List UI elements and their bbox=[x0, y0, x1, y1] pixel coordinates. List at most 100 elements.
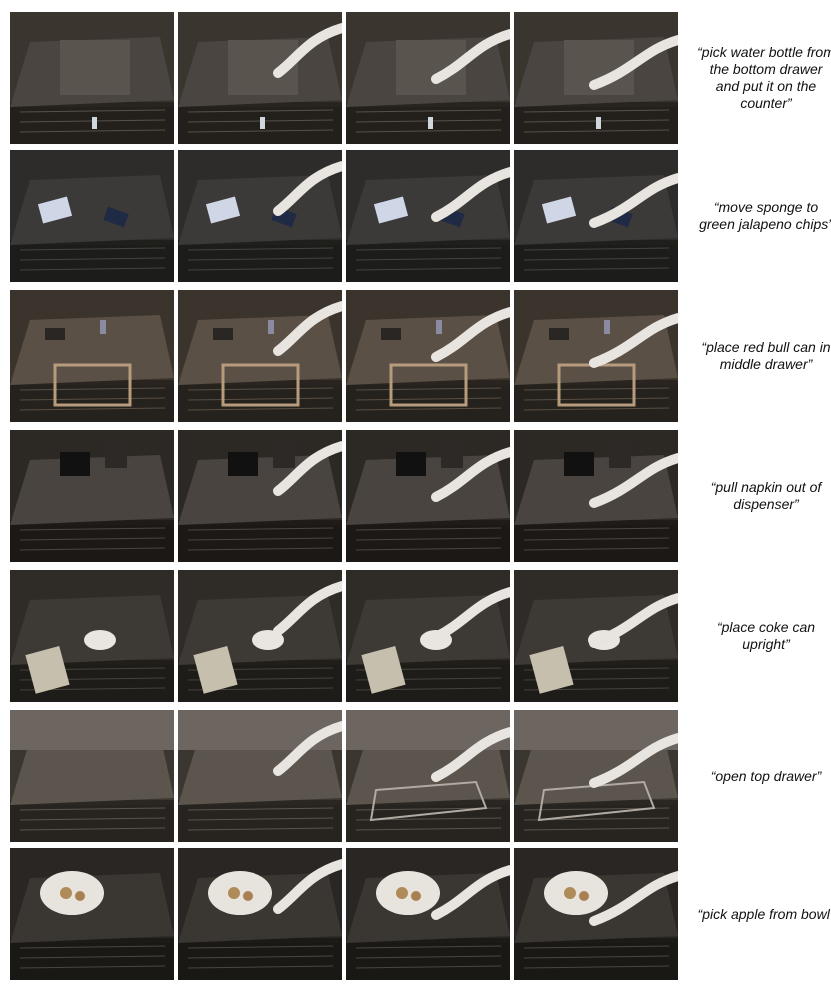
episode-frame bbox=[178, 430, 342, 562]
frame-image bbox=[10, 570, 174, 702]
counter-edge bbox=[514, 710, 678, 750]
frame-image bbox=[346, 12, 510, 144]
frame-image bbox=[514, 848, 678, 980]
frame-image bbox=[514, 430, 678, 562]
object bbox=[381, 328, 401, 340]
frame-image bbox=[178, 12, 342, 144]
episode-frame bbox=[346, 150, 510, 282]
episode-caption: “open top drawer” bbox=[710, 767, 822, 784]
frame-image bbox=[10, 430, 174, 562]
episode-caption: “pull napkin out of dispenser” bbox=[710, 479, 822, 512]
apple bbox=[411, 891, 421, 901]
episode-caption: “move sponge to green jalapeno chips” bbox=[699, 199, 831, 232]
episode-row: “open top drawer” bbox=[10, 710, 830, 842]
episode-frame bbox=[514, 430, 678, 562]
frame-image bbox=[178, 290, 342, 422]
chips-bag bbox=[541, 196, 577, 224]
frame-image bbox=[346, 150, 510, 282]
frame-image bbox=[178, 430, 342, 562]
episode-frame bbox=[10, 570, 174, 702]
frame-image bbox=[10, 710, 174, 842]
episode-frame bbox=[346, 430, 510, 562]
frame-image bbox=[514, 12, 678, 144]
chips-bag bbox=[25, 646, 70, 694]
robot-arm bbox=[431, 167, 510, 222]
drawer bbox=[537, 780, 656, 822]
water-bottle bbox=[596, 117, 601, 129]
chips-bag bbox=[205, 196, 241, 224]
episode-frame bbox=[514, 150, 678, 282]
apple bbox=[564, 887, 576, 899]
episode-caption: “pick water bottle from the bottom drawe… bbox=[697, 44, 831, 111]
can bbox=[100, 320, 106, 334]
cabinet bbox=[60, 40, 130, 95]
napkin-dispenser bbox=[564, 452, 594, 476]
jar bbox=[441, 442, 463, 468]
robot-arm bbox=[589, 593, 678, 648]
episode-frame bbox=[10, 290, 174, 422]
counter-top bbox=[514, 175, 678, 245]
chips-bag bbox=[373, 196, 409, 224]
frame-image bbox=[346, 290, 510, 422]
frame-image bbox=[346, 710, 510, 842]
robot-arm bbox=[273, 721, 342, 776]
counter-edge bbox=[178, 710, 342, 750]
episode-frame bbox=[346, 710, 510, 842]
can bbox=[268, 320, 274, 334]
counter-top bbox=[514, 455, 678, 525]
episode-row: “pick water bottle from the bottom drawe… bbox=[10, 12, 831, 144]
episode-frame bbox=[10, 848, 174, 980]
robot-arm bbox=[273, 301, 342, 356]
episode-frame bbox=[514, 848, 678, 980]
robot-arm bbox=[589, 313, 678, 368]
bowl bbox=[84, 630, 116, 650]
episode-frame bbox=[346, 290, 510, 422]
water-bottle bbox=[428, 117, 433, 129]
water-bottle bbox=[260, 117, 265, 129]
drawer bbox=[369, 780, 488, 822]
episode-caption: “pick apple from bowl” bbox=[697, 905, 831, 922]
counter-top bbox=[178, 175, 342, 245]
episode-frame bbox=[514, 570, 678, 702]
counter-top bbox=[10, 455, 174, 525]
chips-bag bbox=[361, 646, 406, 694]
episode-frame bbox=[346, 848, 510, 980]
frame-image bbox=[10, 848, 174, 980]
episode-row: “pull napkin out of dispenser” bbox=[10, 430, 830, 562]
robot-arm bbox=[589, 871, 678, 926]
frame-image bbox=[178, 848, 342, 980]
chips-bag bbox=[529, 646, 574, 694]
episode-frame bbox=[178, 12, 342, 144]
frame-image bbox=[10, 12, 174, 144]
frame-image bbox=[514, 570, 678, 702]
episode-frame bbox=[514, 710, 678, 842]
open-drawer bbox=[389, 363, 468, 407]
robot-arm bbox=[273, 859, 342, 914]
chips-bag bbox=[193, 646, 238, 694]
sponge bbox=[103, 206, 129, 228]
napkin-dispenser bbox=[60, 452, 90, 476]
robot-arm bbox=[431, 587, 510, 642]
episode-frame bbox=[178, 150, 342, 282]
jar bbox=[273, 442, 295, 468]
jar bbox=[609, 442, 631, 468]
episode-caption: “place coke can upright” bbox=[716, 619, 816, 652]
counter-top bbox=[10, 735, 174, 805]
apple bbox=[60, 887, 72, 899]
robot-arm bbox=[273, 23, 342, 78]
episode-frame bbox=[10, 430, 174, 562]
episode-frame bbox=[514, 290, 678, 422]
open-drawer bbox=[221, 363, 300, 407]
counter-top bbox=[10, 595, 174, 665]
frame-image bbox=[346, 430, 510, 562]
frame-image bbox=[178, 150, 342, 282]
frame-image bbox=[10, 150, 174, 282]
counter-edge bbox=[10, 710, 174, 750]
episode-frame bbox=[346, 12, 510, 144]
episode-frame bbox=[178, 290, 342, 422]
frame-image bbox=[346, 848, 510, 980]
apple bbox=[579, 891, 589, 901]
jar bbox=[105, 442, 127, 468]
robot-arm bbox=[431, 447, 510, 502]
frame-image bbox=[346, 570, 510, 702]
